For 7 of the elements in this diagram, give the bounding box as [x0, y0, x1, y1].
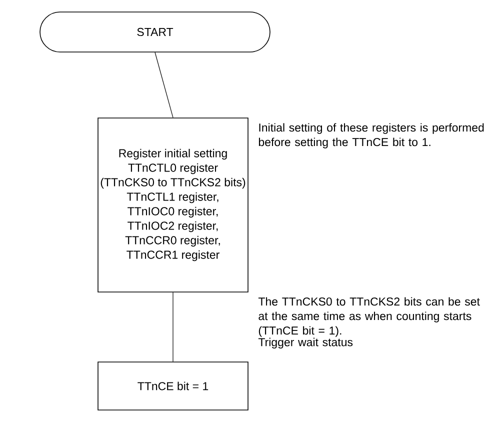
note-text: Trigger wait status — [258, 338, 353, 349]
note-text: Initial setting of these registers is performed before setting the TTnCE bit to 1. — [258, 123, 484, 148]
connector-line — [172, 292, 174, 362]
process-box: Register initial setting TTnCTL0 register (TTnCKS0 to TTnCKS2 bits) TTnCTL1 register, TTnIOC0 register, TTnIOC2 register, TTnCCR0 register, TTnCCR1 register — [98, 118, 248, 292]
connector-line — [154, 52, 174, 118]
note-text: The TTnCKS0 to TTnCKS2 bits can be set at the same time as when counting starts (TTnCE bit = 1). — [258, 297, 480, 337]
process-box: TTnCE bit = 1 — [98, 362, 248, 410]
